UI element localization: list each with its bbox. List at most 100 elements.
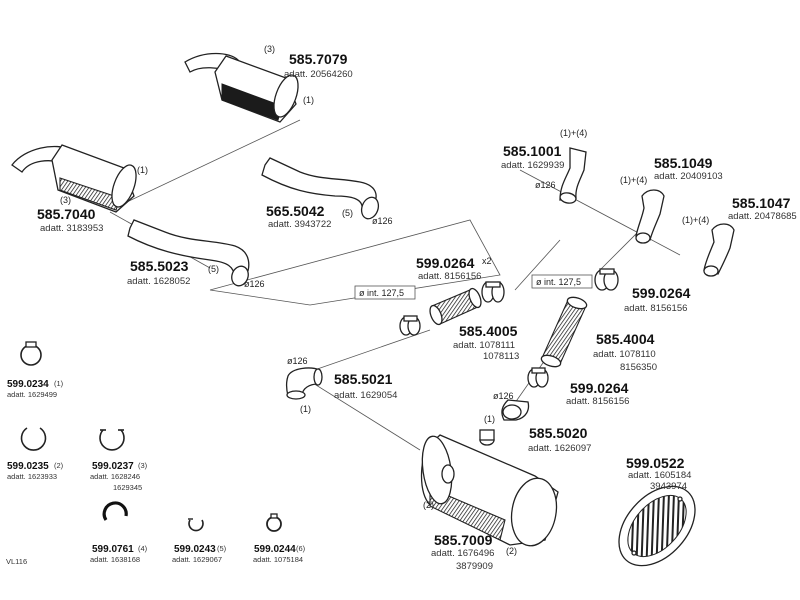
part-ref-5857079: adatt. 20564260 xyxy=(284,69,353,80)
part-ref-5990264-b: adatt. 8156156 xyxy=(624,303,687,314)
part-number-5990761[interactable]: 599.0761 xyxy=(92,544,134,555)
silencer-585-7079[interactable] xyxy=(184,52,303,123)
part-ref-5990244: adatt. 1075184 xyxy=(253,555,303,564)
pipe-585-1001[interactable] xyxy=(559,147,587,204)
part-number-5990264-c[interactable]: 599.0264 xyxy=(570,380,629,396)
pipe-585-1047[interactable] xyxy=(703,223,735,277)
part-number-5990237[interactable]: 599.0237 xyxy=(92,461,134,472)
part-ref-5990237: adatt. 1628246 xyxy=(90,472,140,481)
part-number-5855021[interactable]: 585.5021 xyxy=(334,371,393,387)
qty-5990244: (6) xyxy=(296,544,306,553)
pipe-585-5023[interactable] xyxy=(127,219,251,288)
part-ref2-5990237: 1629345 xyxy=(113,483,142,492)
silencer-585-7040[interactable] xyxy=(11,144,141,213)
note-5857040: (1) xyxy=(137,165,148,175)
dia-5655042: ø126 xyxy=(372,216,393,226)
qty-5855021: (1) xyxy=(300,404,311,414)
qty-5855020: (1) xyxy=(484,414,495,424)
note-5851047: (1)+(4) xyxy=(682,215,709,225)
diagram-code: VL116 xyxy=(6,557,27,566)
part-number-5857079[interactable]: 585.7079 xyxy=(289,51,348,67)
clamp-599-0761[interactable] xyxy=(102,501,128,521)
pipe-585-1049[interactable] xyxy=(635,189,665,244)
part-number-5655042[interactable]: 565.5042 xyxy=(266,203,325,219)
clamp-near-585-4005[interactable] xyxy=(399,315,421,336)
mult-5990264-a: x2 xyxy=(482,256,492,266)
flex-pipe-585-4005[interactable] xyxy=(428,287,484,326)
dim-box-5854004 xyxy=(531,274,593,289)
qty-5990234: (1) xyxy=(54,379,64,388)
part-ref-5990264-a: adatt. 8156156 xyxy=(418,271,481,282)
part-number-5990234[interactable]: 599.0234 xyxy=(7,379,49,390)
part-number-5851047[interactable]: 585.1047 xyxy=(732,195,791,211)
qty-5990235: (2) xyxy=(54,461,64,470)
qty-5990761: (4) xyxy=(138,544,148,553)
part-number-5854005[interactable]: 585.4005 xyxy=(459,323,518,339)
part-number-5855020[interactable]: 585.5020 xyxy=(529,425,588,441)
part-ref-5655042: adatt. 3943722 xyxy=(268,219,331,230)
part-ref-5851047: adatt. 20478685 xyxy=(728,211,797,222)
part-ref-5854004: adatt. 1078110 xyxy=(593,349,656,360)
silencer-585-7009[interactable] xyxy=(418,429,561,549)
clamp-599-0243[interactable] xyxy=(188,518,204,532)
part-number-5854004[interactable]: 585.4004 xyxy=(596,331,655,347)
clamp-599-0264-a[interactable] xyxy=(481,281,505,303)
note-5851049: (1)+(4) xyxy=(620,175,647,185)
dia-5855021: ø126 xyxy=(287,356,308,366)
dim-5854005: ø int. 127,5 xyxy=(359,288,404,298)
assembly-lines xyxy=(109,119,681,451)
part-ref2-5990522: 3943974 xyxy=(650,481,687,492)
note-5851001: (1)+(4) xyxy=(560,128,587,138)
note-5855023-qty: (5) xyxy=(208,264,219,274)
qty-5990237: (3) xyxy=(138,461,148,470)
part-ref-5854005: adatt. 1078111 xyxy=(453,340,515,351)
dim-5854004: ø int. 127,5 xyxy=(536,277,581,287)
part-number-5990244[interactable]: 599.0244 xyxy=(254,544,296,555)
part-ref2-5854004: 8156350 xyxy=(620,362,657,373)
part-ref-5990761: adatt. 1638168 xyxy=(90,555,140,564)
part-number-5990235[interactable]: 599.0235 xyxy=(7,461,49,472)
part-ref-5990234: adatt. 1629499 xyxy=(7,390,57,399)
dia-5855023: ø126 xyxy=(244,279,265,289)
part-number-5990522[interactable]: 599.0522 xyxy=(626,455,685,471)
part-ref-5855021: adatt. 1629054 xyxy=(334,390,397,401)
part-number-5857040[interactable]: 585.7040 xyxy=(37,206,96,222)
part-number-5990243[interactable]: 599.0243 xyxy=(174,544,216,555)
part-number-5990264-a[interactable]: 599.0264 xyxy=(416,255,475,271)
dim-box-5854005 xyxy=(354,285,416,300)
part-ref-5857040: adatt. 3183953 xyxy=(40,223,103,234)
elbow-585-5021[interactable] xyxy=(285,367,323,400)
part-number-5855023[interactable]: 585.5023 xyxy=(130,258,189,274)
clamp-599-0234[interactable] xyxy=(20,341,42,366)
note-5857079-qty: (3) xyxy=(264,44,275,54)
part-ref2-5857009: 3879909 xyxy=(456,561,493,572)
clamp-599-0264-c[interactable] xyxy=(527,367,549,388)
part-ref-5990264-c: adatt. 8156156 xyxy=(566,396,629,407)
dia-5855020: ø126 xyxy=(493,391,514,401)
qty-5990243: (5) xyxy=(217,544,227,553)
clamp-599-0235[interactable] xyxy=(20,427,47,451)
qty1-5857009: (2) xyxy=(423,500,434,510)
part-ref-5990243: adatt. 1629067 xyxy=(172,555,222,564)
part-ref2-5854005: 1078113 xyxy=(483,351,519,362)
pipe-565-5042[interactable] xyxy=(261,157,381,221)
note-5857079: (1) xyxy=(303,95,314,105)
part-ref-5851001: adatt. 1629939 xyxy=(501,160,564,171)
part-ref-5855023: adatt. 1628052 xyxy=(127,276,190,287)
grille-599-0522[interactable] xyxy=(604,472,710,581)
note-5857040-qty: (3) xyxy=(60,195,71,205)
elbow-585-5020[interactable] xyxy=(501,399,530,421)
part-ref-5857009: adatt. 1676496 xyxy=(431,548,494,559)
part-number-5990264-b[interactable]: 599.0264 xyxy=(632,285,691,301)
qty2-5857009: (2) xyxy=(506,546,517,556)
flex-pipe-585-4004[interactable] xyxy=(540,295,588,369)
part-number-5851049[interactable]: 585.1049 xyxy=(654,155,713,171)
part-ref-5851049: adatt. 20409103 xyxy=(654,171,723,182)
part-number-5851001[interactable]: 585.1001 xyxy=(503,143,562,159)
part-ref-5990522: adatt. 1605184 xyxy=(628,470,691,481)
part-number-5857009[interactable]: 585.7009 xyxy=(434,532,493,548)
clamp-599-0264-b[interactable] xyxy=(594,268,619,291)
clamp-599-0244[interactable] xyxy=(266,513,282,532)
clamp-599-0237[interactable] xyxy=(99,429,125,451)
